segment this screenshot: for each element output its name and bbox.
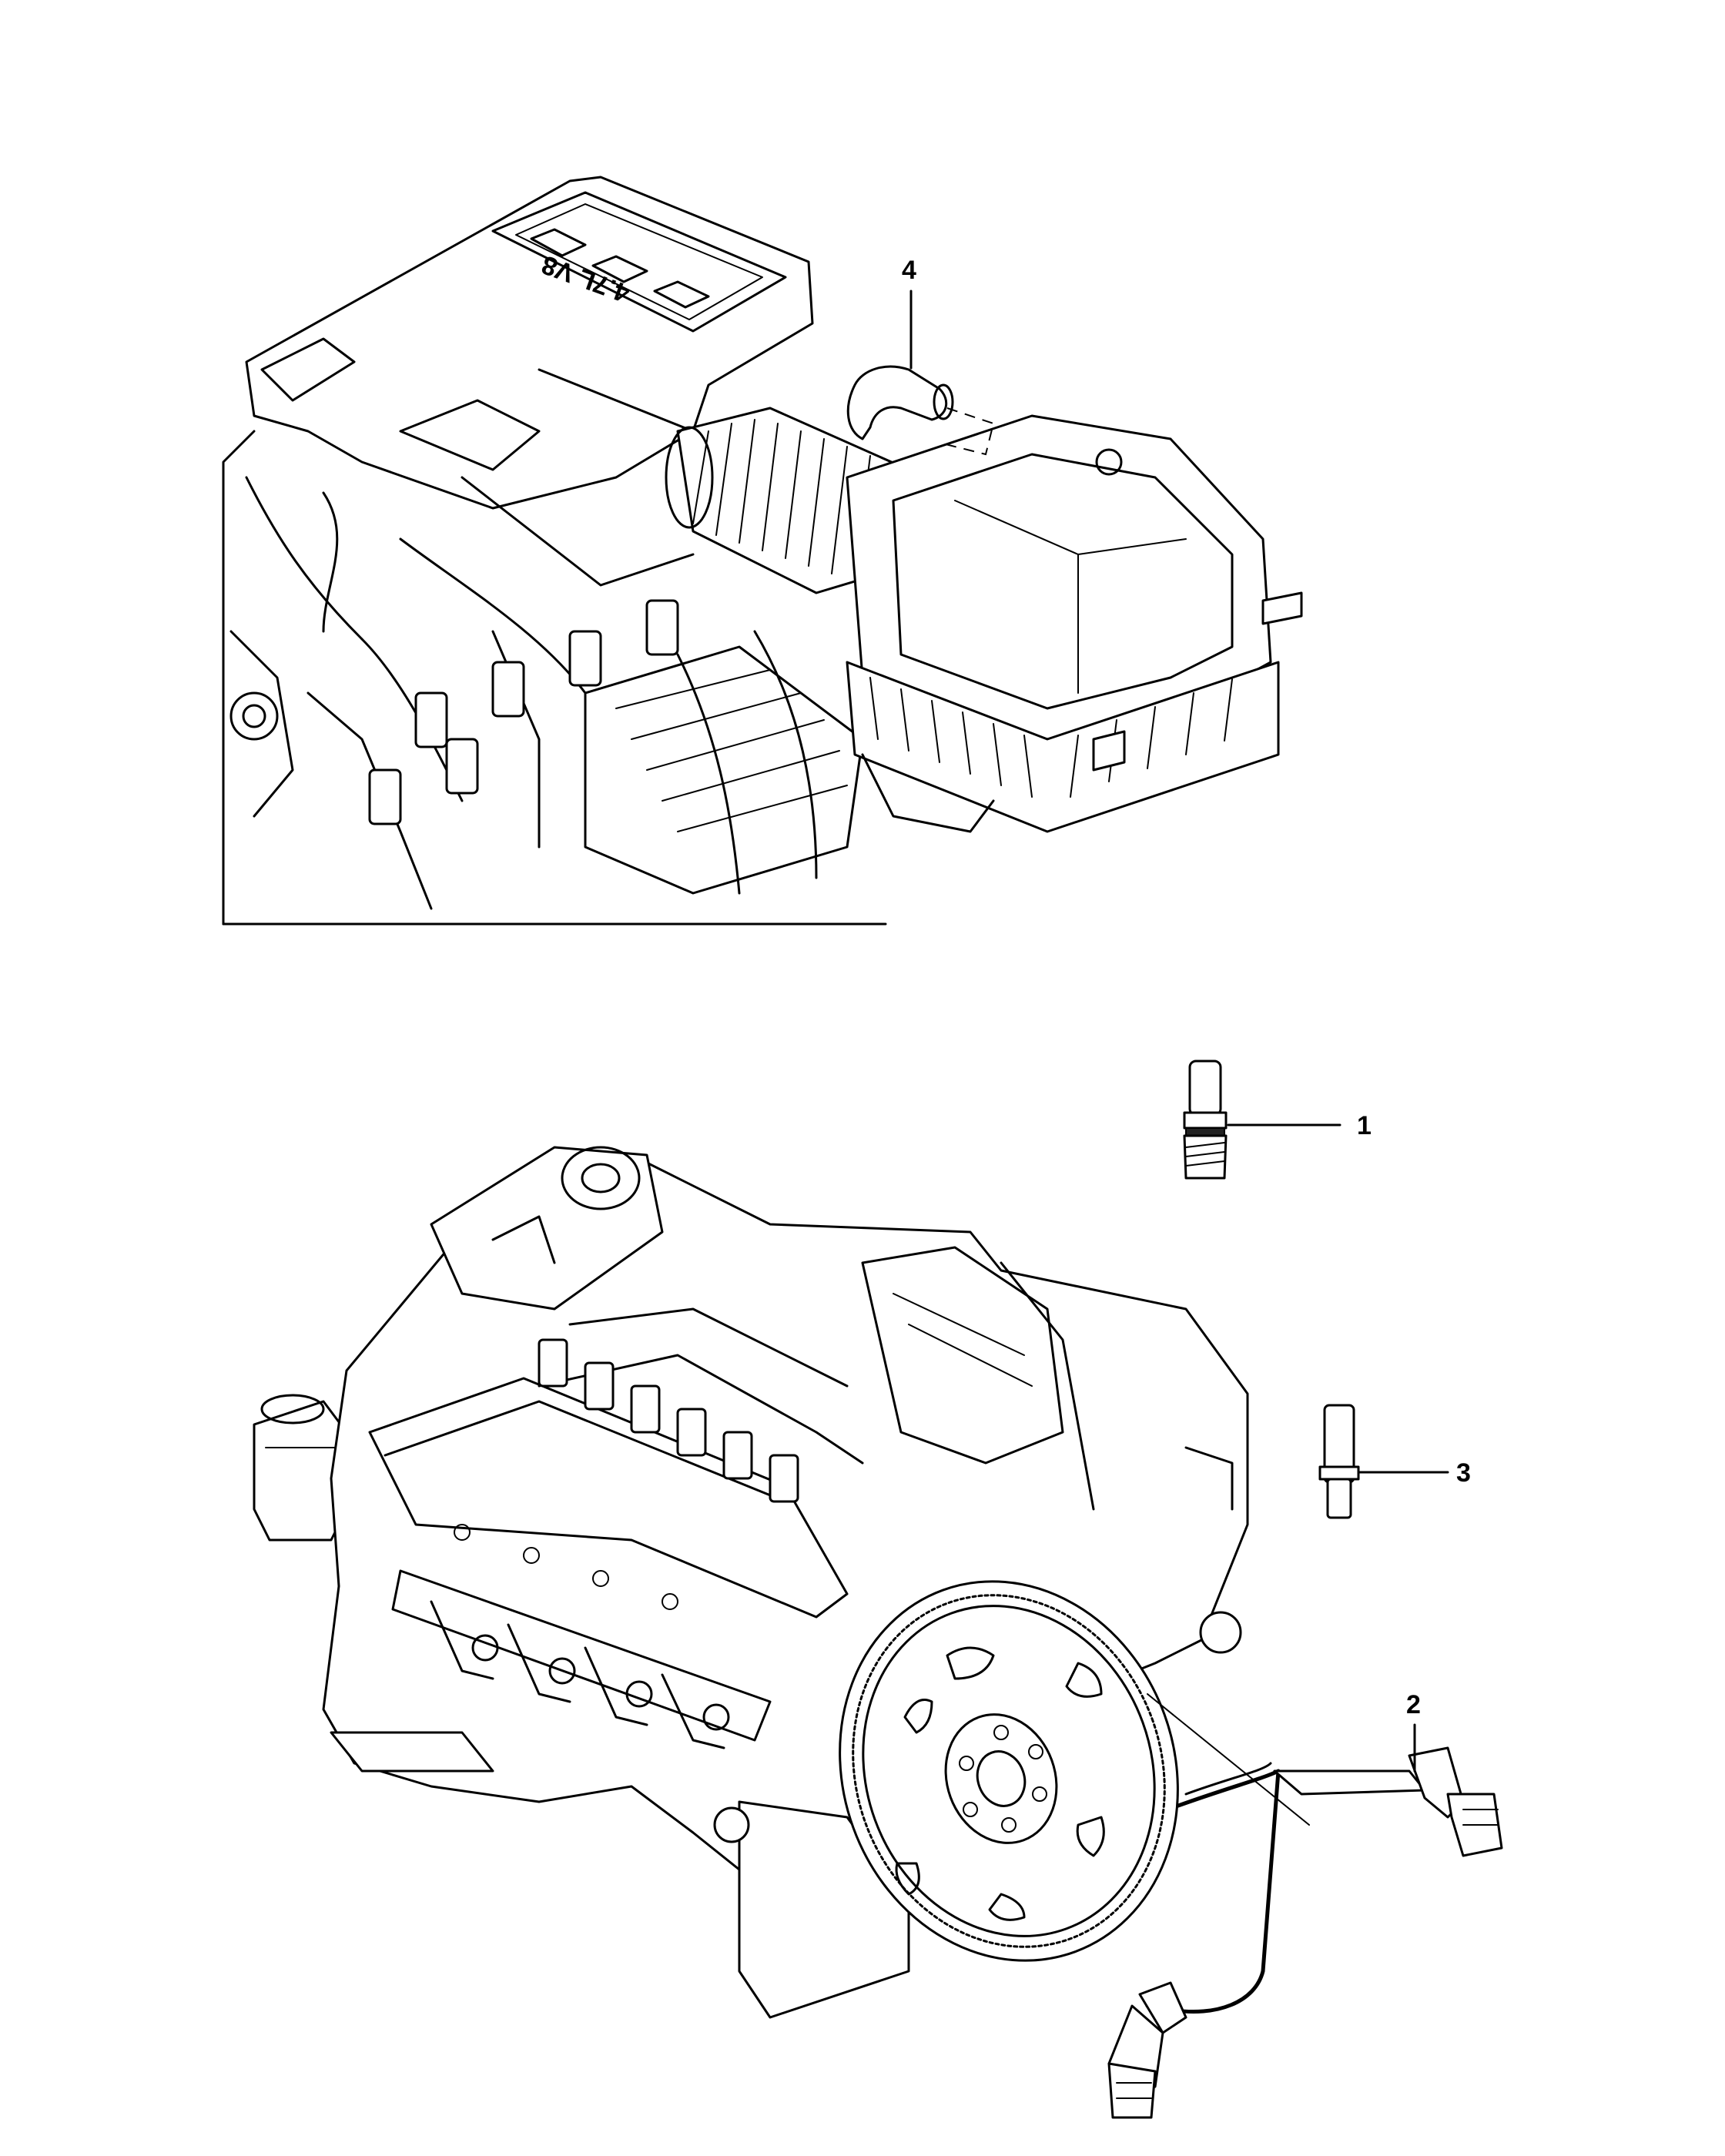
intake-and-coils bbox=[538, 1246, 1095, 1511]
callout-2: 2 bbox=[1406, 1690, 1421, 1719]
lower-engine-assembly bbox=[253, 1146, 1310, 2019]
callout-3: 3 bbox=[1456, 1458, 1471, 1488]
mount-bracket bbox=[330, 1731, 494, 1773]
exhaust-manifold bbox=[391, 1569, 772, 1749]
valve-cover bbox=[368, 1377, 849, 1619]
accessory-drive bbox=[430, 1146, 664, 1311]
callout-4: 4 bbox=[902, 256, 916, 285]
air-cleaner-housing bbox=[846, 414, 1303, 833]
coil-packs bbox=[368, 599, 679, 825]
engine-cover: 4.7L V8 bbox=[245, 176, 814, 510]
flexplate bbox=[839, 1580, 1179, 1962]
part-2-locator-line bbox=[1147, 1693, 1310, 1826]
breather-hose-part-4 bbox=[846, 365, 995, 456]
sensor-part-2-harness bbox=[1107, 1746, 1503, 2119]
sensor-part-3 bbox=[1318, 1404, 1360, 1519]
callout-1: 1 bbox=[1357, 1111, 1372, 1140]
upper-engine-assembly: 4.7L V8 bbox=[222, 176, 1303, 926]
sensor-part-1 bbox=[1183, 1060, 1228, 1180]
intake-hose bbox=[665, 407, 910, 594]
